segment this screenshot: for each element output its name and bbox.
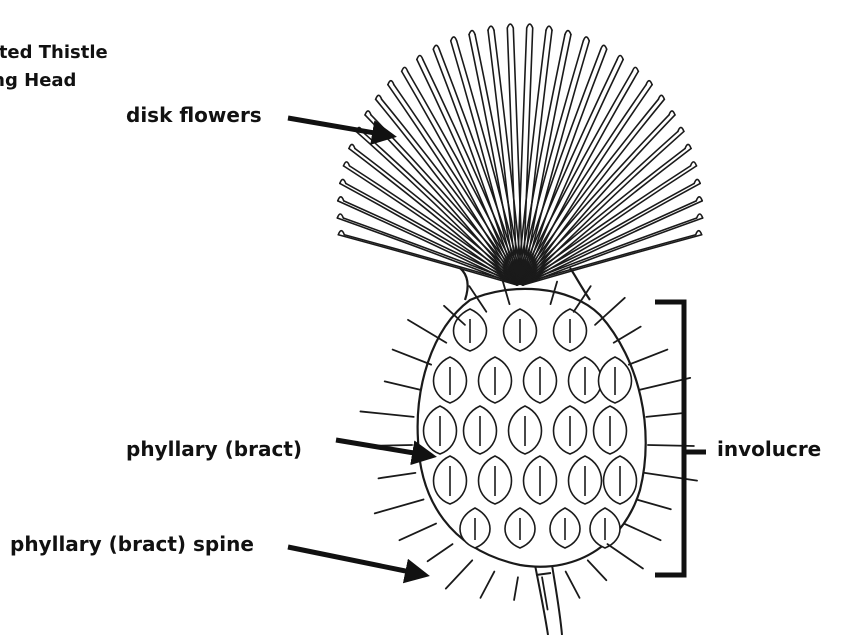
disk-flowers-label: disk flowers [126, 103, 262, 127]
involucre-label: involucre [717, 437, 821, 461]
phyllary-spine-arrow [288, 547, 425, 575]
label-arrows [288, 118, 432, 575]
title-line-1: nted Thistle [0, 42, 108, 63]
phyllary-spine-label: phyllary (bract) spine [10, 532, 254, 556]
disk-flowers-drawing [337, 24, 702, 285]
involucre-bracket [655, 302, 706, 575]
thistle-stem [535, 565, 562, 635]
phyllary-label: phyllary (bract) [126, 437, 302, 461]
title-line-2: ing Head [0, 70, 76, 91]
